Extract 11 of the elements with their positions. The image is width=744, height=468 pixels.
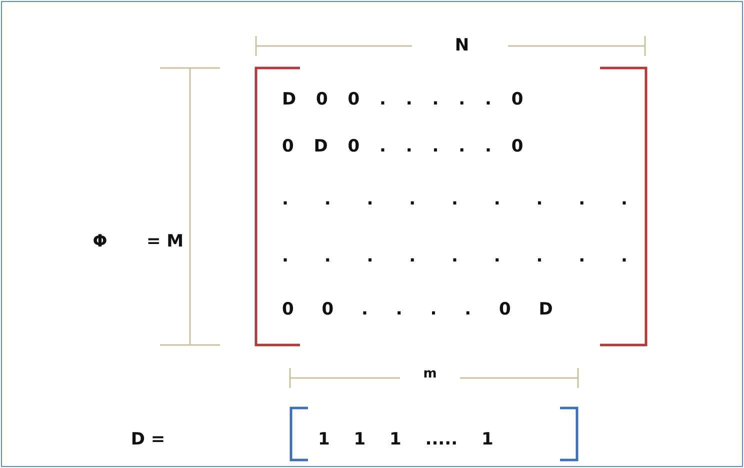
equation-label: D = [130, 432, 166, 448]
matrix-row: D 0 0 . . . . . 0 [282, 92, 524, 108]
dimension-label: m [423, 368, 437, 380]
matrix-row: . . . . . . . . . [282, 192, 628, 208]
vector-row: 1 1 1 ..... 1 [318, 432, 494, 448]
symbol-label: Φ [92, 234, 108, 250]
equation-label: = M [146, 234, 184, 250]
matrix-row: 0 D 0 . . . . . 0 [282, 138, 524, 156]
dimension-label: N [454, 38, 470, 54]
matrix-row: 0 0 . . . . 0 D [282, 302, 553, 318]
matrix-row: . . . . . . . . . [282, 248, 628, 266]
